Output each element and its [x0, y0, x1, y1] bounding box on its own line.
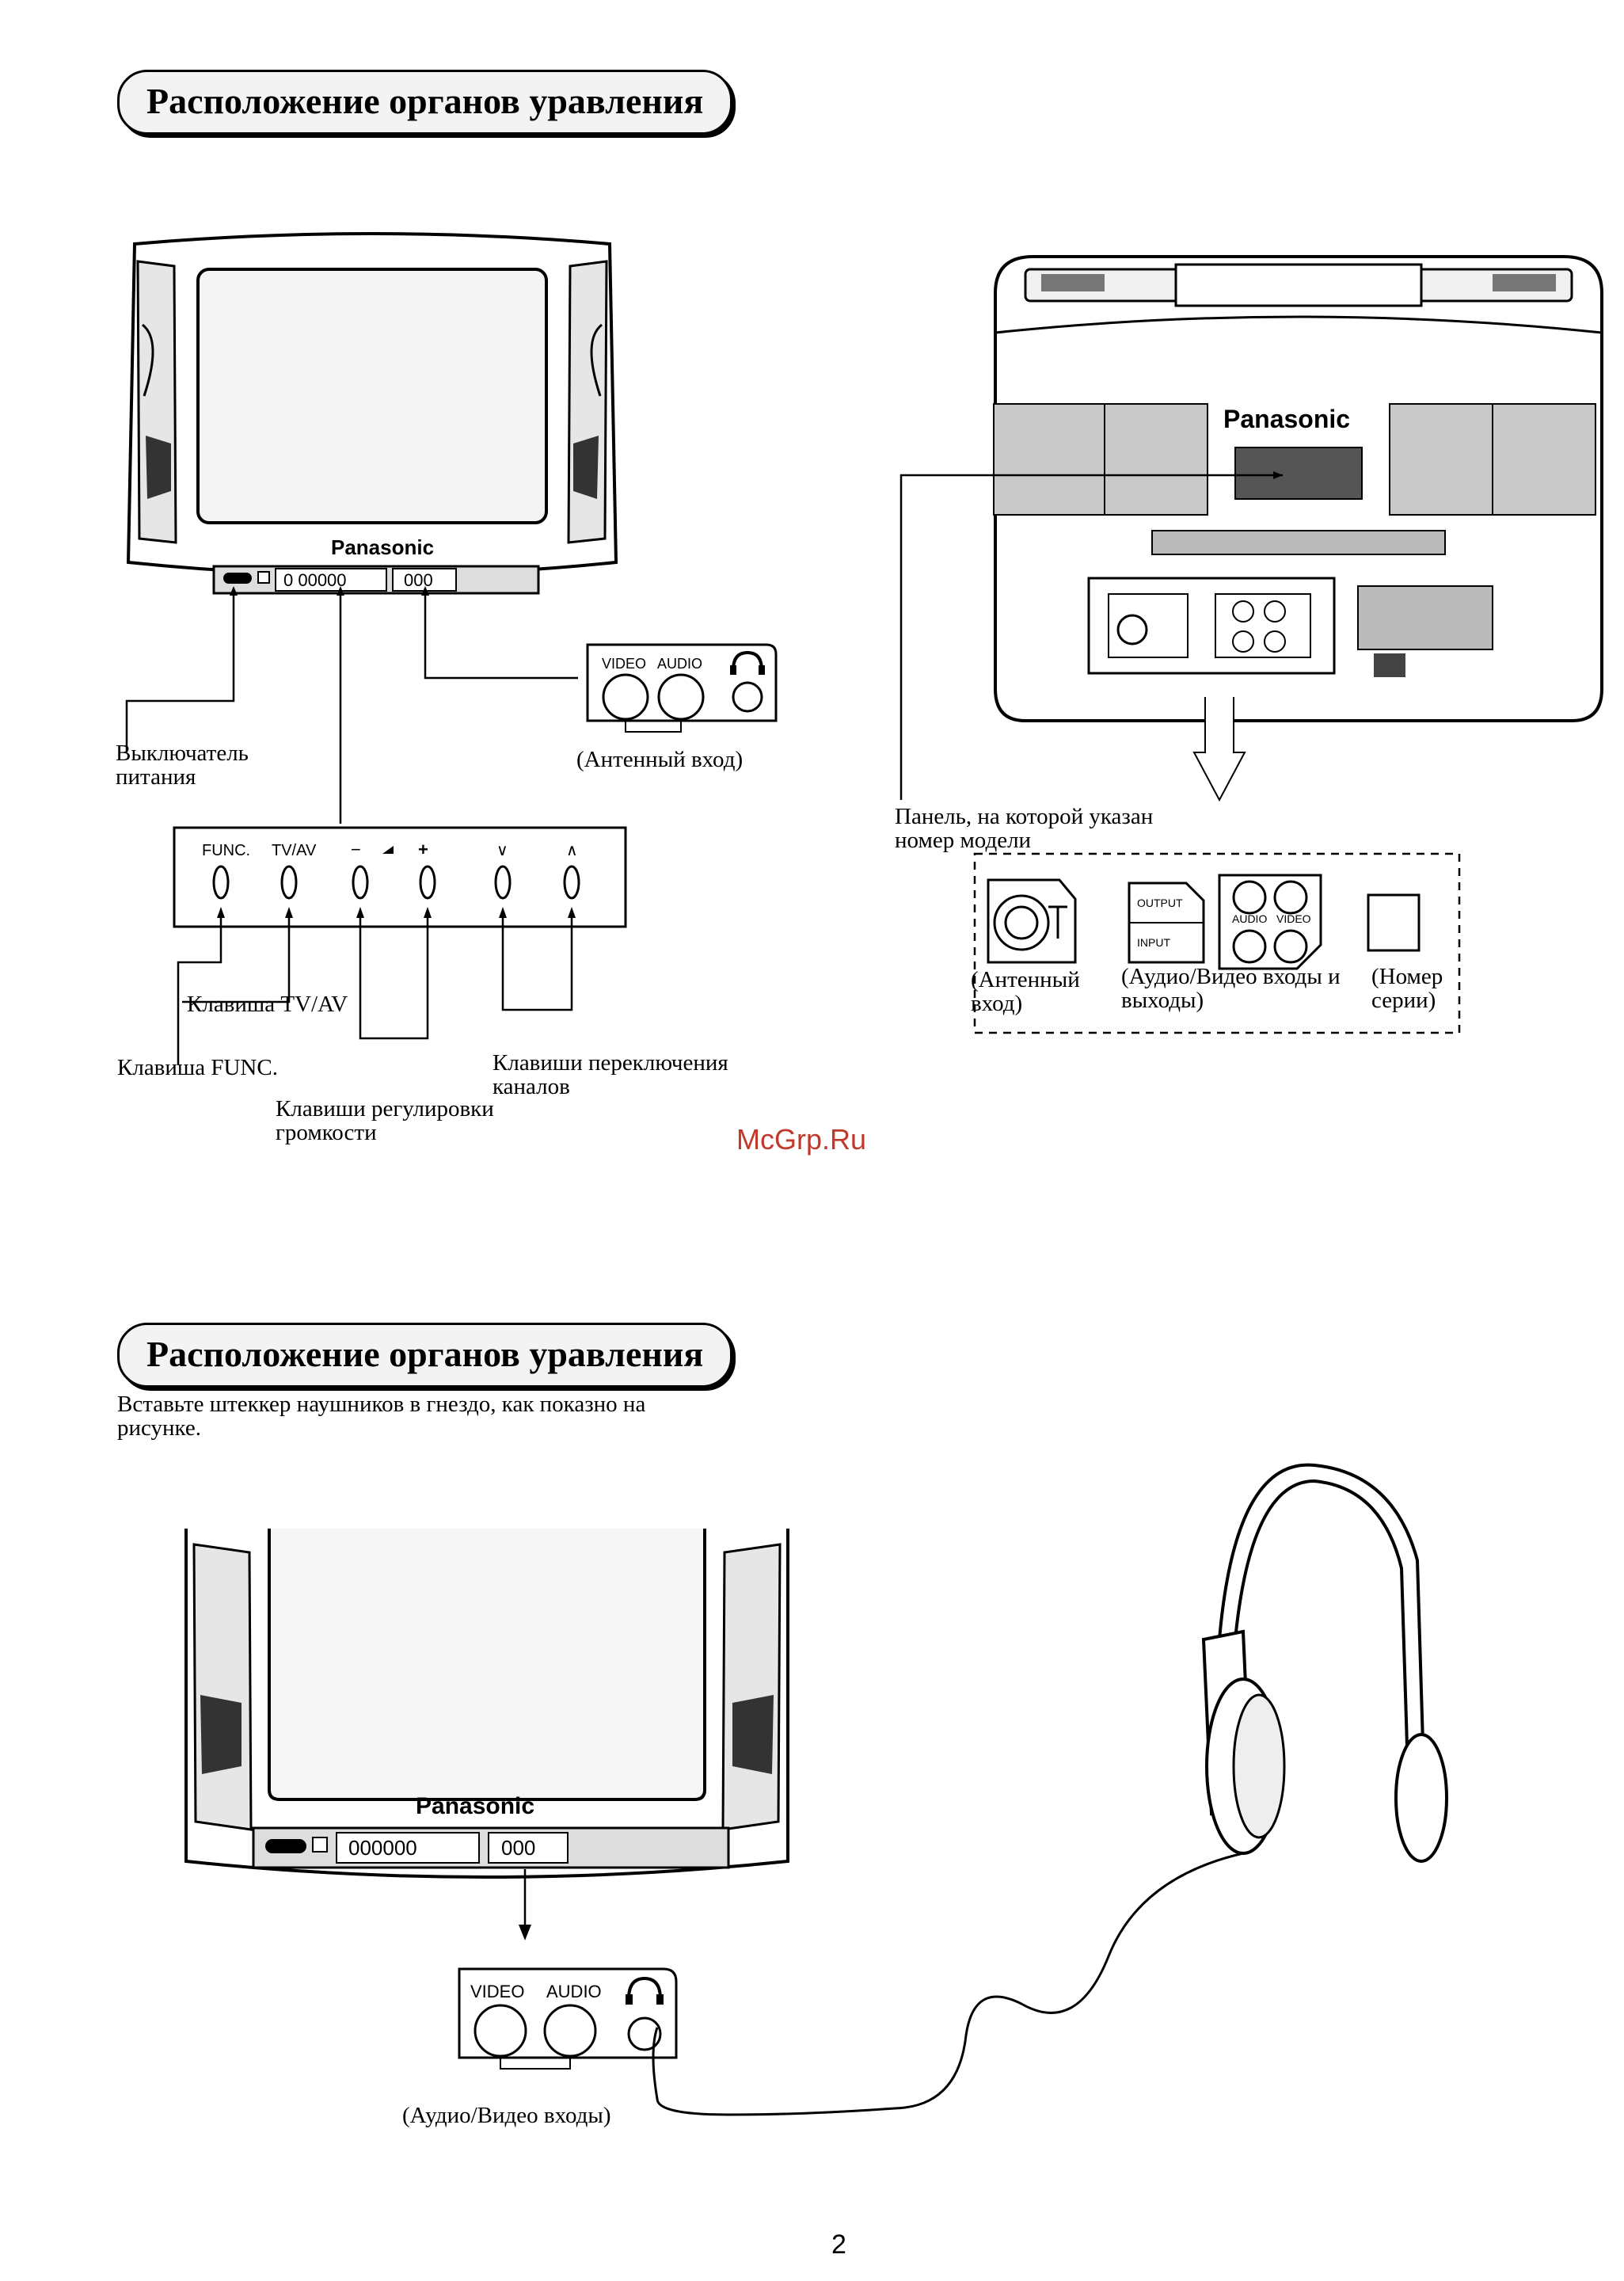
btn-vol-plus-label: +: [418, 840, 428, 859]
av-inputs-caption: (Аудио/Видео входы): [402, 2103, 611, 2128]
closeup-headphone-jack: [627, 2016, 662, 2051]
volume-down-button[interactable]: [352, 865, 369, 900]
front-jack-row: 000: [404, 570, 433, 590]
power-switch-label: Выключатель питания: [116, 741, 249, 789]
button-callout-lines: [177, 907, 576, 1065]
video-jack: [602, 673, 649, 721]
tvav-key-label: Клавиша TV/AV: [187, 992, 348, 1017]
output-label: OUTPUT: [1137, 897, 1183, 909]
serial-number-plate: [1374, 653, 1405, 677]
audio-jack: [657, 673, 705, 721]
volume-keys-label-line1: Клавиши регулировки: [276, 1096, 494, 1121]
power-switch-label-line1: Выключатель: [116, 741, 249, 766]
model-panel-label-line1: Панель, на которой указан: [895, 804, 1154, 829]
channel-keys-label-line2: каналов: [493, 1074, 570, 1099]
detail-serial-caption-line1: (Номер: [1371, 964, 1443, 989]
closeup-headphone-icon: [627, 1976, 662, 2000]
channel-down-button[interactable]: [494, 865, 512, 900]
power-switch-label-line2: питания: [116, 764, 196, 790]
rear-brand: Panasonic: [1223, 405, 1350, 433]
jack-video-label: VIDEO: [602, 656, 646, 672]
closeup-audio-label: AUDIO: [546, 1982, 602, 2001]
closeup-video-label: VIDEO: [470, 1982, 524, 2001]
btn-ch-up-label: ∧: [566, 842, 578, 859]
rear-tv-illustration: Panasonic: [993, 255, 1603, 722]
func-key-label: Клавиша FUNC.: [117, 1055, 278, 1080]
front-button-row: 0 00000: [283, 570, 347, 590]
detail-av-caption: (Аудио/Видео входы и выходы): [1121, 965, 1341, 1012]
antenna-input-caption: (Антенный вход): [576, 747, 744, 772]
btn-vol-minus-label: −: [351, 840, 361, 859]
section2-instruction: Вставьте штеккер наушников в гнездо, как…: [117, 1392, 645, 1440]
channel-keys-label: Клавиши переключения каналов: [493, 1051, 728, 1099]
detail-audio-label: AUDIO: [1232, 912, 1267, 925]
headphone-cable: [652, 1852, 1244, 2116]
jack-audio-label: AUDIO: [657, 656, 702, 672]
detail-antenna-caption-line2: вход): [971, 991, 1023, 1016]
volume-up-button[interactable]: [419, 865, 436, 900]
section2-instruction-line1: Вставьте штеккер наушников в гнездо, как…: [117, 1392, 646, 1417]
headphone-icon: [732, 650, 763, 671]
channel-up-button[interactable]: [563, 865, 580, 900]
model-plate: [1234, 447, 1363, 500]
closeup-jack-row: 000: [501, 1836, 535, 1860]
channel-keys-label-line1: Клавиши переключения: [493, 1050, 728, 1076]
closeup-tv-brand: Panasonic: [416, 1793, 534, 1819]
detail-serial-caption: (Номер серии): [1371, 965, 1443, 1012]
detail-video-label: VIDEO: [1276, 912, 1311, 925]
model-panel-label-line2: номер модели: [895, 828, 1032, 853]
detail-antenna-caption: (Антенный вход): [971, 968, 1080, 1015]
section1-title: Расположение органов уравления: [117, 70, 733, 135]
control-buttons-panel: FUNC. TV/AV − + ∨ ∧: [173, 826, 627, 928]
model-panel-label: Панель, на которой указан номер модели: [895, 805, 1153, 852]
btn-ch-down-label: ∨: [496, 842, 508, 859]
detail-antenna-caption-line1: (Антенный: [971, 967, 1080, 992]
section2-title: Расположение органов уравления: [117, 1323, 733, 1388]
page-number: 2: [831, 2230, 846, 2260]
front-callout-lines: [125, 586, 578, 824]
section2-instruction-line2: рисунке.: [117, 1415, 202, 1441]
closeup-button-row: 000000: [348, 1836, 417, 1860]
headphones-illustration: [652, 1463, 1448, 2116]
tv-screen: [196, 268, 548, 524]
volume-keys-label: Клавиши регулировки громкости: [276, 1097, 494, 1144]
volume-keys-label-line2: громкости: [276, 1120, 377, 1145]
watermark: McGrp.Ru: [736, 1123, 867, 1156]
btn-func-label: FUNC.: [202, 842, 250, 859]
front-tv-illustration: Panasonic 0 00000 000: [126, 232, 618, 595]
detail-av-caption-line2: выходы): [1121, 988, 1204, 1013]
tv-brand: Panasonic: [331, 535, 434, 559]
closeup-jack-panel: VIDEO AUDIO: [458, 1967, 678, 2070]
volume-icon: [382, 846, 394, 854]
rear-callout-lines: [899, 471, 1283, 802]
closeup-audio-jack: [543, 2004, 597, 2058]
tvav-button[interactable]: [280, 865, 298, 900]
closeup-video-jack: [474, 2004, 527, 2058]
front-jack-panel: VIDEO AUDIO: [586, 643, 778, 733]
headphone-jack: [732, 681, 763, 713]
btn-tvav-label: TV/AV: [272, 842, 317, 859]
front-tv-closeup: Panasonic 000000 000: [184, 1529, 789, 1940]
func-button[interactable]: [212, 865, 230, 900]
detail-serial-caption-line2: серии): [1371, 988, 1436, 1013]
detail-av-caption-line1: (Аудио/Видео входы и: [1121, 964, 1341, 989]
rear-detail-panel: OUTPUT INPUT AUDIO VIDEO: [973, 852, 1461, 1034]
right-earcup: [1394, 1733, 1448, 1863]
input-label: INPUT: [1137, 936, 1170, 949]
